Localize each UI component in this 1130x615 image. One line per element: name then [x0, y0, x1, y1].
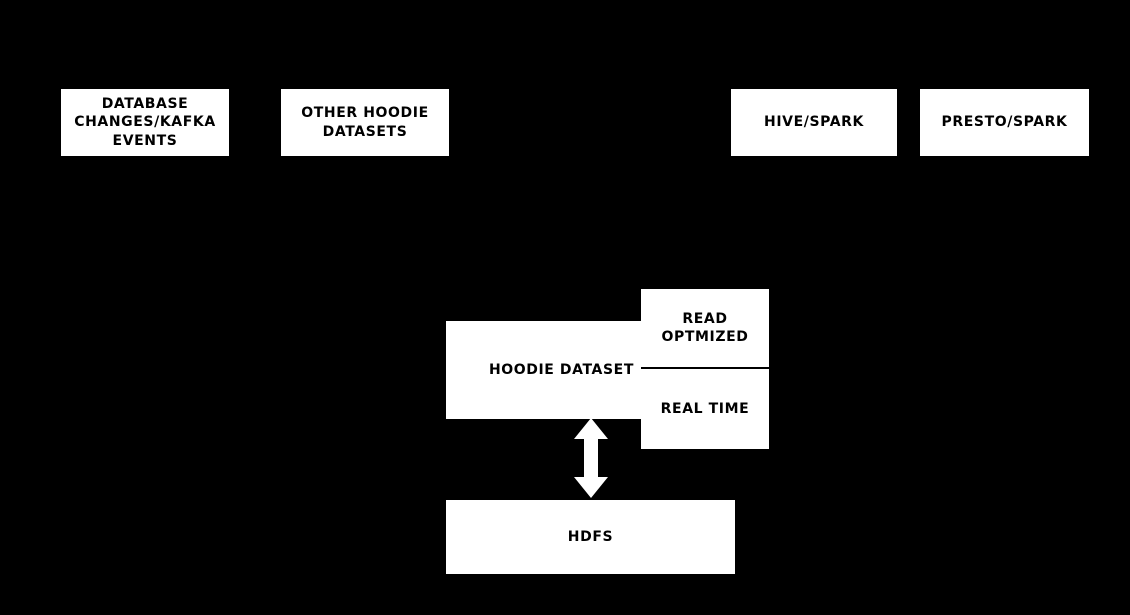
node-hdfs[interactable]: HDFS [446, 500, 735, 574]
double-arrow-icon-dataset-hdfs [571, 417, 611, 499]
node-label: OTHER HOODIE DATASETS [301, 105, 429, 140]
node-hive-spark[interactable]: HIVE/SPARK [731, 89, 897, 156]
node-label: HOODIE DATASET [488, 361, 634, 378]
node-read-optimized-view[interactable]: READ OPTMIZED [641, 289, 769, 369]
node-hoodie-dataset[interactable]: HOODIE DATASET [446, 321, 642, 419]
node-real-time-view[interactable]: REAL TIME [641, 369, 769, 449]
node-label: REAL TIME [660, 400, 750, 417]
node-label: READ OPTMIZED [661, 310, 749, 345]
node-database-changes-kafka-events[interactable]: DATABASE CHANGES/KAFKA EVENTS [61, 89, 229, 156]
node-label: HDFS [567, 528, 614, 545]
node-label: DATABASE CHANGES/KAFKA EVENTS [74, 95, 216, 149]
node-presto-spark[interactable]: PRESTO/SPARK [920, 89, 1089, 156]
node-other-hoodie-datasets[interactable]: OTHER HOODIE DATASETS [281, 89, 449, 156]
node-label: HIVE/SPARK [764, 114, 864, 131]
node-label: PRESTO/SPARK [941, 114, 1068, 131]
